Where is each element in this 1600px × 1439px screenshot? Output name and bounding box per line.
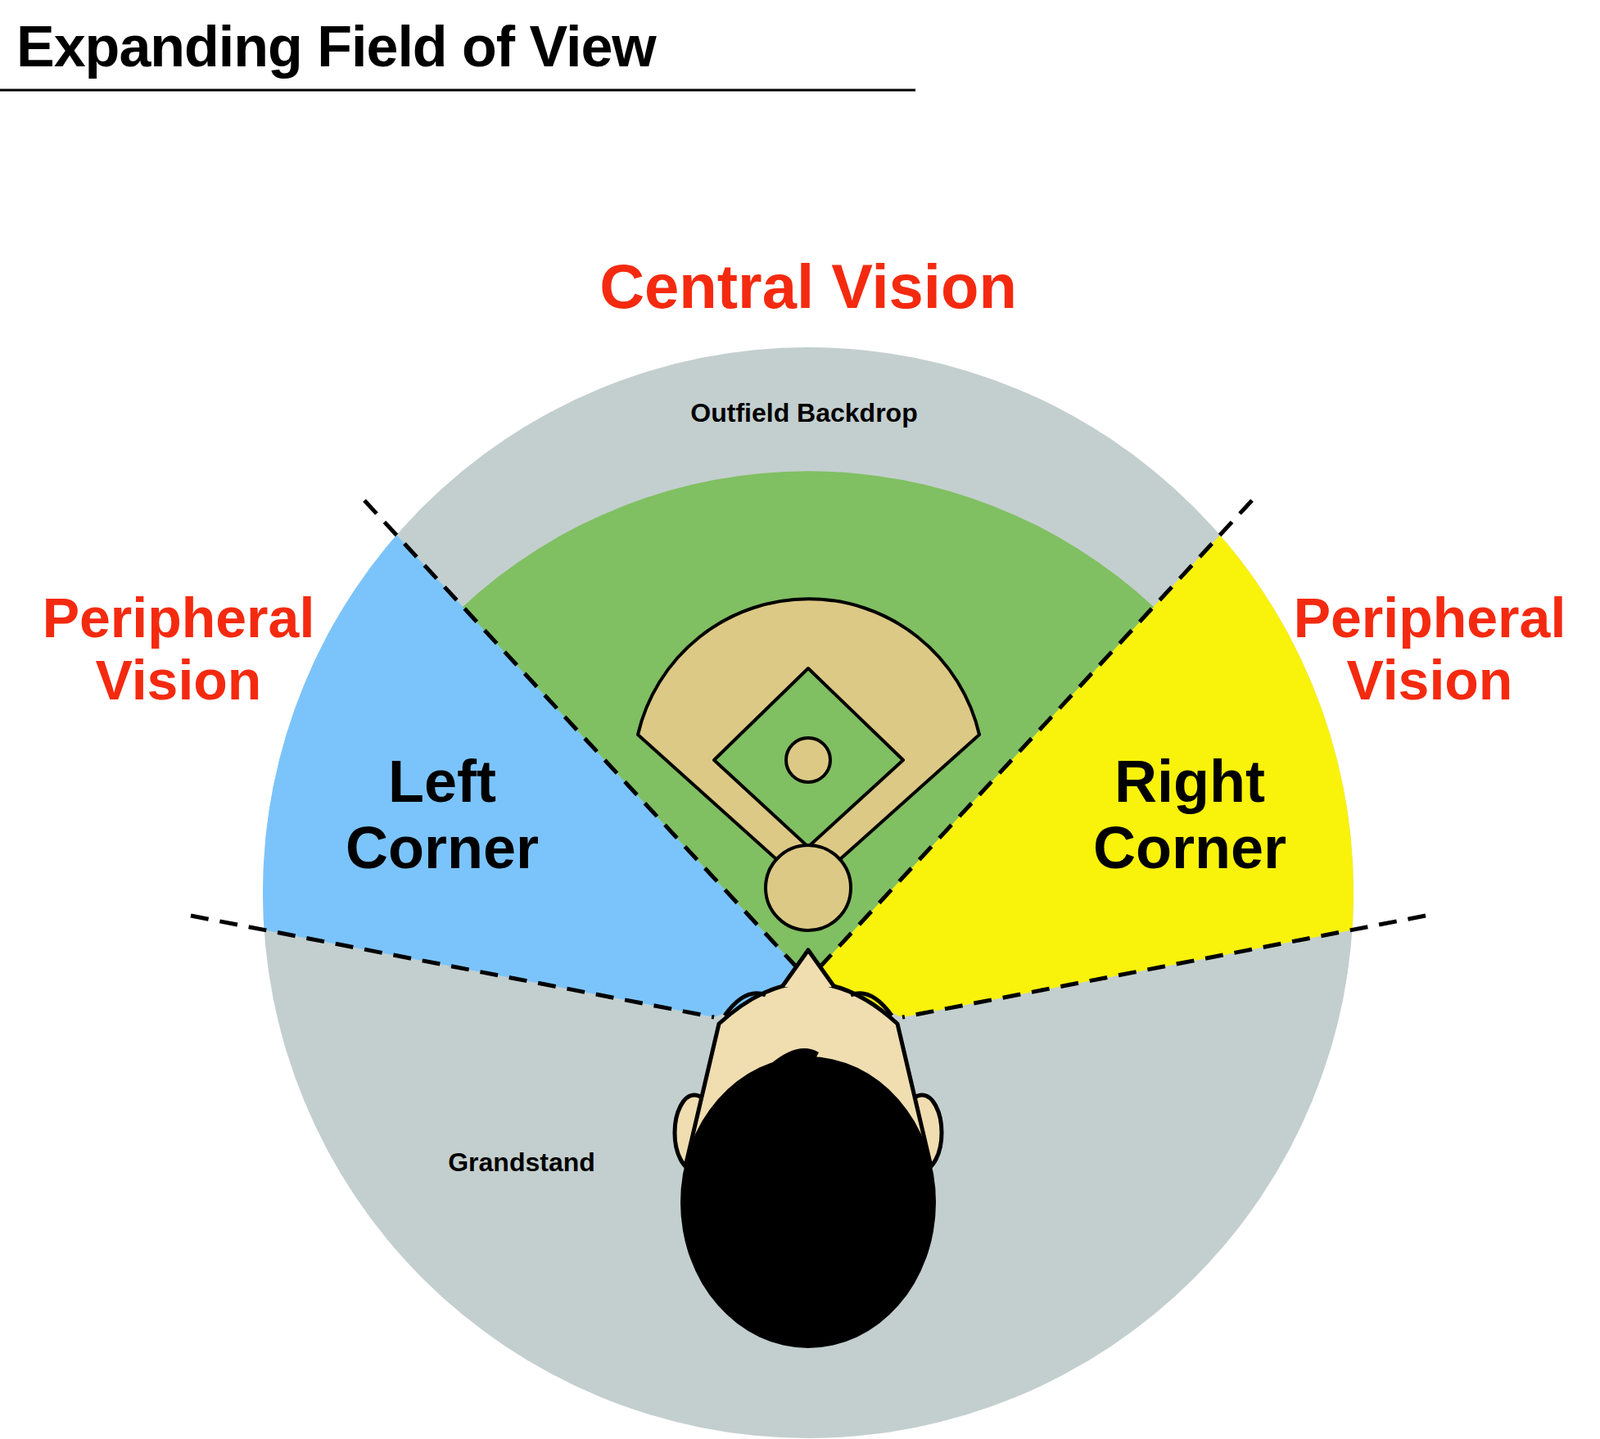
diagram-title: Expanding Field of View — [16, 14, 656, 79]
vision-heading: Peripheral Vision — [1265, 586, 1594, 711]
viewer-head — [674, 949, 942, 1348]
title-rule — [0, 89, 916, 92]
sector-label: Left Corner — [319, 748, 565, 881]
pitchers-mound — [786, 737, 831, 782]
sector-label: Right Corner — [1066, 748, 1313, 881]
region-label: Outfield Backdrop — [599, 398, 1009, 429]
region-label: Grandstand — [357, 1148, 686, 1178]
infield-grass — [714, 668, 904, 847]
vision-heading: Peripheral Vision — [14, 586, 343, 711]
vision-heading: Central Vision — [521, 251, 1095, 321]
home-plate-circle — [765, 845, 851, 931]
outfield-grass — [462, 470, 1154, 980]
sight-lines — [190, 500, 1426, 1017]
